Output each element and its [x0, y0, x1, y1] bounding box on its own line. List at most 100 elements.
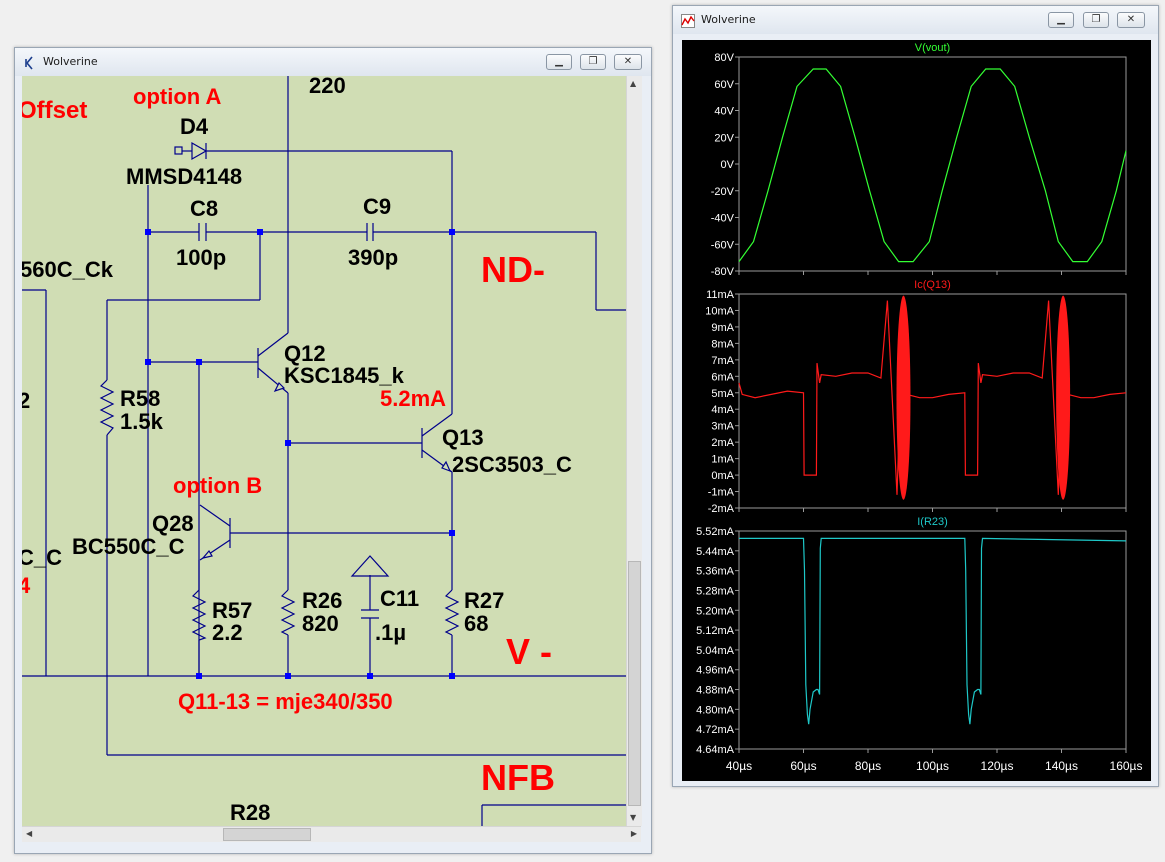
- scroll-up-arrow[interactable]: ▲: [630, 79, 637, 88]
- label-left-4: 4: [22, 573, 31, 598]
- series-line-ic: [738, 300, 1127, 495]
- y-tick-label: 4.72mA: [696, 724, 735, 736]
- y-tick-label: 2mA: [711, 437, 734, 449]
- y-tick-label: 10mA: [705, 305, 734, 317]
- schematic-wires: [22, 76, 626, 826]
- y-tick-label: -60V: [711, 239, 735, 251]
- label-r58: R58: [120, 386, 160, 411]
- label-left-cc: C_C: [22, 545, 62, 570]
- oscillation-burst: [1056, 295, 1071, 500]
- label-c9: C9: [363, 194, 391, 219]
- scroll-right-arrow[interactable]: ▶: [630, 829, 637, 838]
- plot-window-title: Wolverine: [701, 13, 756, 26]
- y-tick-label: 11mA: [706, 289, 735, 301]
- plot-minimize-button[interactable]: ▁: [1048, 12, 1074, 28]
- plot-title-ir: I(R23): [917, 516, 948, 528]
- series-line-vout: [738, 68, 1127, 263]
- label-c11-value: .1µ: [375, 620, 406, 645]
- label-q13: Q13: [442, 425, 484, 450]
- y-tick-label: 3mA: [711, 421, 734, 433]
- scroll-left-arrow[interactable]: ◀: [26, 829, 33, 838]
- close-button[interactable]: ✕: [614, 54, 642, 70]
- label-r57-value: 2.2: [212, 620, 243, 645]
- restore-button[interactable]: ❐: [580, 54, 606, 70]
- label-r26: R26: [302, 588, 342, 613]
- y-tick-label: 4.96mA: [696, 665, 735, 677]
- plot-restore-button[interactable]: ❐: [1083, 12, 1109, 28]
- plot-title-vout: V(vout): [915, 42, 950, 54]
- x-tick-label: 40µs: [726, 759, 752, 773]
- plot-titlebar[interactable]: Wolverine ▁ ❐ ✕: [673, 6, 1158, 34]
- label-option-b: option B: [173, 473, 262, 498]
- label-d4: D4: [180, 114, 209, 139]
- scroll-down-arrow[interactable]: ▼: [630, 813, 637, 822]
- y-tick-label: 40V: [714, 106, 734, 118]
- y-tick-label: 7mA: [711, 355, 734, 367]
- label-q28: Q28: [152, 511, 194, 536]
- schematic-horizontal-scrollbar[interactable]: ◀ ▶: [22, 826, 641, 842]
- vertical-scroll-thumb[interactable]: [628, 561, 641, 806]
- plot-pane-vout[interactable]: V(vout) 80V 60V 40V 20V 0V -20V -40V -60V -80V: [711, 42, 1127, 278]
- y-tick-label: 5.20mA: [696, 605, 735, 617]
- y-tick-label: 6mA: [711, 371, 734, 383]
- label-r28: R28: [230, 800, 270, 825]
- minimize-button[interactable]: ▁: [546, 54, 572, 70]
- schematic-junctions: [145, 229, 455, 679]
- y-tick-label: 5.04mA: [696, 645, 735, 657]
- y-tick-label: 0V: [721, 159, 735, 171]
- plot-pane-ir[interactable]: I(R23)5.52mA5.44mA5.36mA5.28mA5.20mA5.12…: [696, 516, 1127, 756]
- label-part-note: Q11-13 = mje340/350: [178, 689, 393, 714]
- plot-svg[interactable]: V(vout)80V60V40V20V0V-20V-40V-60V-80VIc(…: [682, 40, 1151, 781]
- label-q12: Q12: [284, 341, 326, 366]
- label-q13-part: 2SC3503_C: [452, 452, 572, 477]
- label-r26-value: 820: [302, 611, 339, 636]
- y-tick-label: 5.12mA: [696, 625, 735, 637]
- y-tick-label: 0mA: [711, 470, 734, 482]
- schematic-canvas[interactable]: Offset option A 220 D4 MMSD4148 C8 100p …: [22, 76, 626, 826]
- label-d4-part: MMSD4148: [126, 164, 242, 189]
- label-left-part: 560C_Ck: [22, 257, 114, 282]
- horizontal-scroll-thumb[interactable]: [223, 828, 311, 841]
- x-tick-label: 80µs: [855, 759, 881, 773]
- x-tick-label: 60µs: [790, 759, 816, 773]
- plot-close-button[interactable]: ✕: [1117, 12, 1145, 28]
- label-q12-part: KSC1845_k: [284, 363, 405, 388]
- y-tick-label: 60V: [714, 79, 734, 91]
- y-tick-label: 4.88mA: [696, 685, 735, 697]
- label-current: 5.2mA: [380, 386, 446, 411]
- y-tick-label: 5.28mA: [696, 585, 735, 597]
- schematic-titlebar[interactable]: Wolverine ▁ ❐ ✕: [15, 48, 651, 76]
- schematic-app-icon: [25, 56, 33, 70]
- plot-pane-ic[interactable]: Ic(Q13)11mA10mA9mA8mA7mA6mA5mA4mA3mA2mA1…: [705, 279, 1127, 515]
- label-option-a: option A: [133, 84, 221, 109]
- y-tick-label: 4mA: [711, 404, 734, 416]
- y-tick-label: -20V: [711, 186, 735, 198]
- schematic-vertical-scrollbar[interactable]: ▲ ▼: [626, 76, 642, 826]
- y-tick-label: 5.52mA: [696, 526, 735, 538]
- series-line-ir: [739, 537, 1127, 725]
- label-v-minus: V -: [506, 631, 552, 672]
- plot-window[interactable]: Wolverine ▁ ❐ ✕ V(vout) 80V 60V 40V 20V 0V -20…: [672, 5, 1159, 787]
- label-r-top-value: 220: [309, 76, 346, 98]
- y-tick-label: 80V: [714, 52, 734, 64]
- schematic-window-title: Wolverine: [43, 55, 98, 68]
- y-tick-label: 20V: [714, 132, 734, 144]
- y-tick-label: 4.80mA: [696, 704, 735, 716]
- y-tick-label: -40V: [711, 213, 735, 225]
- label-nd-minus: ND-: [481, 249, 545, 290]
- x-tick-label: 160µs: [1110, 759, 1143, 773]
- oscillation-burst: [896, 295, 911, 500]
- y-tick-label: 5.36mA: [696, 566, 735, 578]
- y-tick-label: -80V: [711, 266, 735, 278]
- x-tick-label: 140µs: [1045, 759, 1078, 773]
- y-tick-label: -1mA: [708, 487, 735, 499]
- y-tick-label: 1mA: [711, 454, 734, 466]
- label-r27-value: 68: [464, 611, 488, 636]
- label-c8-value: 100p: [176, 245, 226, 270]
- label-r27: R27: [464, 588, 504, 613]
- y-tick-label: 5mA: [711, 388, 734, 400]
- label-c8: C8: [190, 196, 218, 221]
- y-tick-label: 4.64mA: [696, 744, 735, 756]
- label-c9-value: 390p: [348, 245, 398, 270]
